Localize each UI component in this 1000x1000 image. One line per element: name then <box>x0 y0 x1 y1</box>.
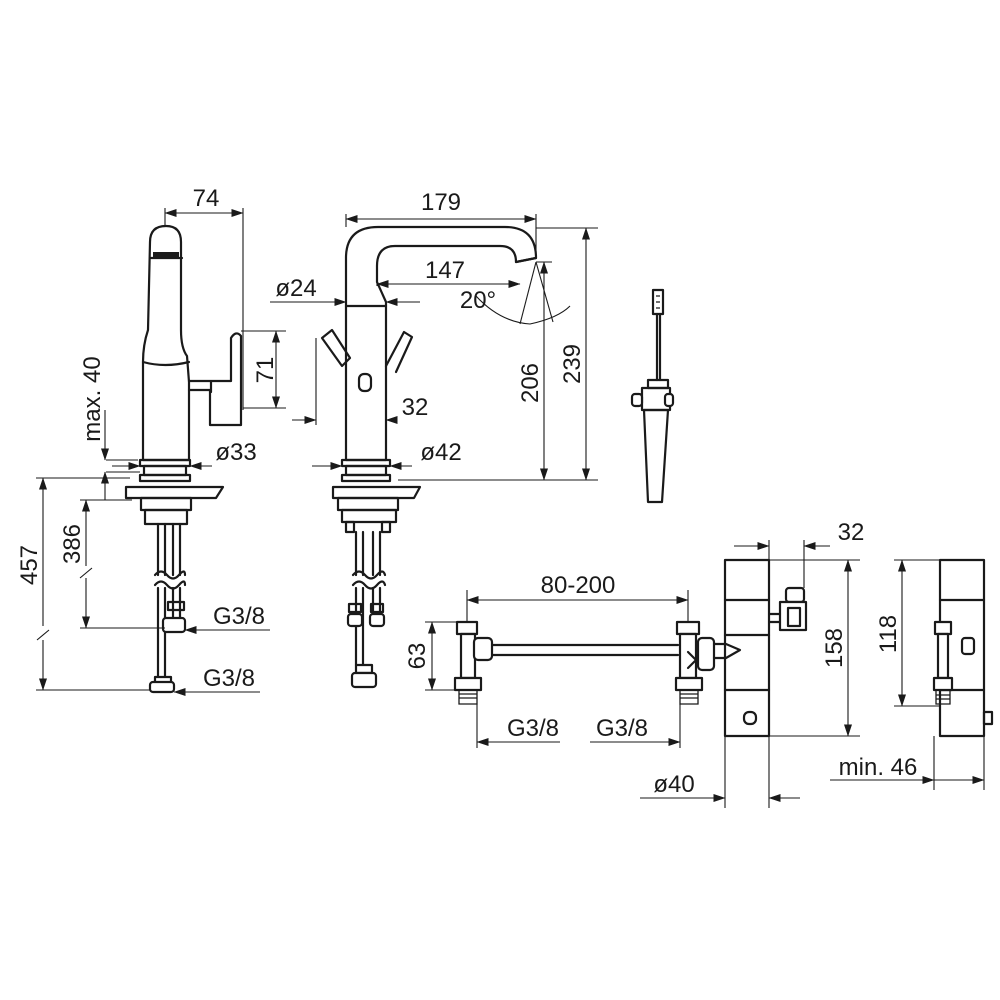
label-32-top: 32 <box>402 394 429 421</box>
label-20deg: 20° <box>460 287 496 314</box>
dim-line-386 <box>80 500 92 628</box>
dimension-lines <box>37 209 985 802</box>
control-box-side <box>932 558 994 738</box>
label-158: 158 <box>821 628 848 668</box>
label-42: ø42 <box>420 439 461 466</box>
label-239: 239 <box>559 344 586 384</box>
front-view-faucet <box>320 225 538 689</box>
label-g38-left-lower: G3/8 <box>203 665 255 692</box>
dim-line-457 <box>37 478 49 690</box>
sensor-cable-unit <box>630 288 675 504</box>
label-40: ø40 <box>653 771 694 798</box>
label-24: ø24 <box>275 275 316 302</box>
label-386: 386 <box>59 524 86 564</box>
label-max40: max. 40 <box>79 356 106 441</box>
supply-valves-view <box>453 620 742 705</box>
label-206: 206 <box>517 363 544 403</box>
label-63: 63 <box>404 643 431 670</box>
label-g38-mid-right: G3/8 <box>596 715 648 742</box>
label-33: ø33 <box>215 439 256 466</box>
label-74: 74 <box>193 185 220 212</box>
dimension-labels: 74 179 147 20° ø24 71 max. 40 ø33 32 ø42… <box>16 185 917 798</box>
label-min46: min. 46 <box>839 754 918 781</box>
label-80-200: 80-200 <box>541 572 616 599</box>
label-147: 147 <box>425 257 465 284</box>
label-457: 457 <box>16 545 43 585</box>
label-32-box: 32 <box>838 519 865 546</box>
control-box-front <box>723 558 808 738</box>
label-g38-mid-left: G3/8 <box>507 715 559 742</box>
label-118: 118 <box>875 615 902 653</box>
label-71: 71 <box>252 357 279 384</box>
label-g38-left-upper: G3/8 <box>213 603 265 630</box>
side-view-faucet <box>124 224 243 694</box>
label-179: 179 <box>421 189 461 216</box>
dim-line-20deg <box>475 295 571 325</box>
